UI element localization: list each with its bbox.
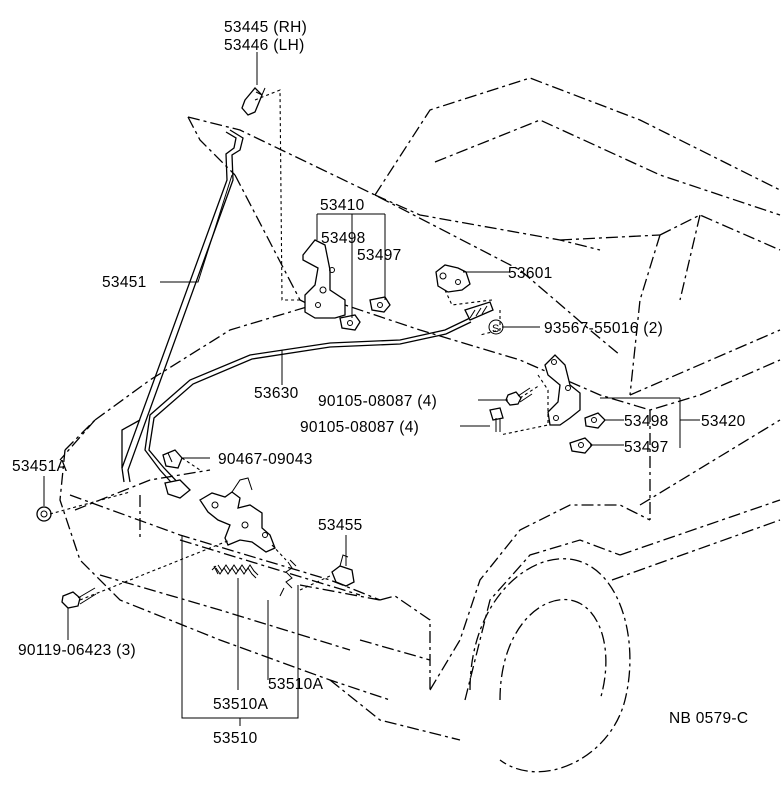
- bolt-90105-a: [505, 387, 533, 406]
- springs: [211, 559, 297, 597]
- label-53451: 53451: [102, 274, 147, 291]
- label-90119: 90119-06423 (3): [18, 642, 136, 659]
- hood-lock: [164, 477, 276, 553]
- symbol-s-mark: S: [488, 319, 504, 335]
- leader-lines: [43, 52, 700, 726]
- clip-90467: [162, 449, 183, 469]
- grommet-53451A: [36, 506, 52, 522]
- label-93567: 93567-55016 (2): [544, 320, 663, 337]
- hood-hinge-left: [302, 239, 391, 331]
- label-53510: 53510: [213, 730, 258, 747]
- label-53601: 53601: [508, 265, 553, 282]
- hood-cushion: [241, 87, 266, 116]
- part-labels: 53445 (RH) 53446 (LH) 53410 53498 53497 …: [12, 19, 748, 747]
- label-53510A-left: 53510A: [213, 696, 269, 713]
- label-53445: 53445 (RH): [224, 19, 307, 36]
- label-90105-a: 90105-08087 (4): [318, 393, 437, 410]
- label-53510A-right: 53510A: [268, 676, 324, 693]
- label-53420: 53420: [701, 413, 746, 430]
- label-90105-b: 90105-08087 (4): [300, 419, 419, 436]
- assembly-lines: [49, 89, 549, 601]
- label-53446: 53446 (LH): [224, 37, 305, 54]
- label-53410: 53410: [320, 197, 365, 214]
- diagram-code: NB 0579-C: [669, 710, 748, 727]
- label-53497-right: 53497: [624, 439, 669, 456]
- bolt-90119: [61, 587, 97, 609]
- hood-support-rod: [121, 129, 244, 483]
- label-90467: 90467-09043: [218, 451, 313, 468]
- release-cable: [144, 301, 494, 493]
- bolt-90105-b: [489, 407, 504, 432]
- label-53455: 53455: [318, 517, 363, 534]
- bracket-53601: [435, 264, 471, 293]
- label-53451A: 53451A: [12, 458, 68, 475]
- hood-hinge-right: [544, 354, 606, 454]
- label-53630: 53630: [254, 385, 299, 402]
- label-53497-left: 53497: [357, 247, 402, 264]
- label-53498-right: 53498: [624, 413, 669, 430]
- label-53498-left: 53498: [321, 230, 366, 247]
- s-mark-text: S: [492, 323, 500, 335]
- car-body-outline: [59, 77, 781, 773]
- latch-53455: [331, 554, 355, 587]
